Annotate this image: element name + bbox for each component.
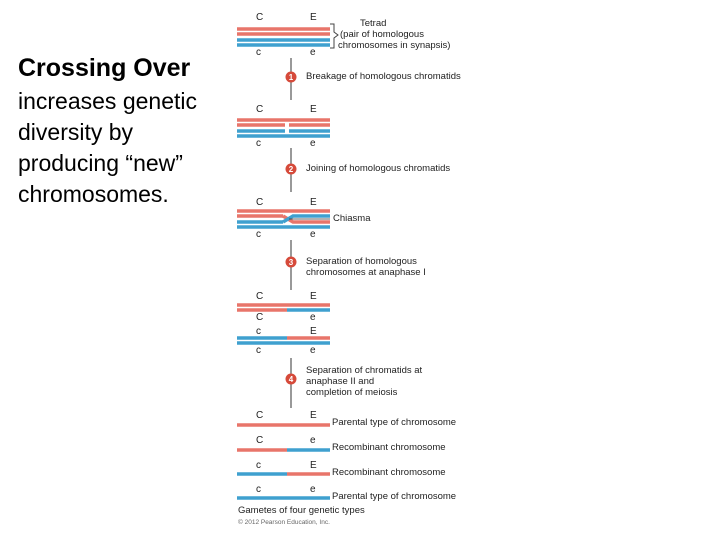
step-3: 3 Separation of homologous chromosomes a… xyxy=(285,256,426,278)
allele-label: c xyxy=(256,345,261,356)
allele-label: C xyxy=(256,291,263,302)
allele-label: e xyxy=(310,435,316,446)
allele-label: E xyxy=(310,326,317,337)
step-label: Joining of homologous chromatids xyxy=(306,163,450,174)
gamete-type-label: Parental type of chromosome xyxy=(332,417,456,428)
tetrad-bracket xyxy=(330,23,339,49)
step-number-badge xyxy=(285,71,297,83)
tetrad: C E c e Tetrad (pair of homologous chrom… xyxy=(237,12,450,58)
allele-label: c xyxy=(256,460,261,471)
gamete-type-label: Parental type of chromosome xyxy=(332,491,456,502)
allele-label: e xyxy=(310,484,316,495)
allele-label: E xyxy=(310,291,317,302)
step-label: Separation of homologous xyxy=(306,256,417,267)
step-label: chromosomes at anaphase I xyxy=(306,267,426,278)
step-number-badge xyxy=(285,163,297,175)
allele-label: E xyxy=(310,197,317,208)
step-label: anaphase II and xyxy=(306,376,374,387)
allele-label: E xyxy=(310,104,317,115)
broken-tetrad: C E c e xyxy=(237,104,330,149)
gamete-type-label: Recombinant chromosome xyxy=(332,442,446,453)
allele-label: C xyxy=(256,12,263,23)
allele-label: C xyxy=(256,312,263,323)
step-number-badge xyxy=(285,256,297,268)
allele-label: C xyxy=(256,435,263,446)
tetrad-label: Tetrad xyxy=(360,18,386,29)
allele-label: c xyxy=(256,138,261,149)
step-2: 2 Joining of homologous chromatids xyxy=(285,163,450,175)
allele-label: e xyxy=(310,345,316,356)
chiasma-label: Chiasma xyxy=(333,213,371,224)
tetrad-label: (pair of homologous xyxy=(340,29,424,40)
step-number: 4 xyxy=(289,375,294,384)
tetrad-label: chromosomes in synapsis) xyxy=(338,40,450,51)
allele-label: e xyxy=(310,312,316,323)
paternal-crossover xyxy=(282,214,330,224)
allele-label: c xyxy=(256,484,261,495)
step-number: 1 xyxy=(289,73,294,82)
step-number: 3 xyxy=(289,258,294,267)
allele-label: C xyxy=(256,104,263,115)
copyright: © 2012 Pearson Education, Inc. xyxy=(238,518,330,526)
allele-label: C xyxy=(256,410,263,421)
slide-subtitle: increases genetic diversity by producing… xyxy=(18,88,197,207)
joined-tetrad: C E c e Chiasma xyxy=(237,197,371,240)
allele-label: c xyxy=(256,326,261,337)
gamete-type-label: Recombinant chromosome xyxy=(332,467,446,478)
allele-label: e xyxy=(310,229,316,240)
step-1: 1 Breakage of homologous chromatids xyxy=(285,71,461,83)
separated-homologs: C E C e c E c e xyxy=(237,291,330,356)
step-number-badge xyxy=(285,373,297,385)
gametes: C E Parental type of chromosome C e Reco… xyxy=(237,410,456,526)
step-4: 4 Separation of chromatids at anaphase I… xyxy=(285,365,423,398)
allele-label: E xyxy=(310,410,317,421)
step-label: Breakage of homologous chromatids xyxy=(306,71,461,82)
gametes-caption: Gametes of four genetic types xyxy=(238,505,365,516)
step-label: Separation of chromatids at xyxy=(306,365,423,376)
step-label: completion of meiosis xyxy=(306,387,398,398)
allele-label: c xyxy=(256,229,261,240)
allele-label: E xyxy=(310,460,317,471)
allele-label: C xyxy=(256,197,263,208)
step-number: 2 xyxy=(289,165,294,174)
allele-label: e xyxy=(310,138,316,149)
slide-title: Crossing Over xyxy=(18,54,191,82)
allele-label: E xyxy=(310,12,317,23)
allele-label: e xyxy=(310,47,316,58)
allele-label: c xyxy=(256,47,261,58)
